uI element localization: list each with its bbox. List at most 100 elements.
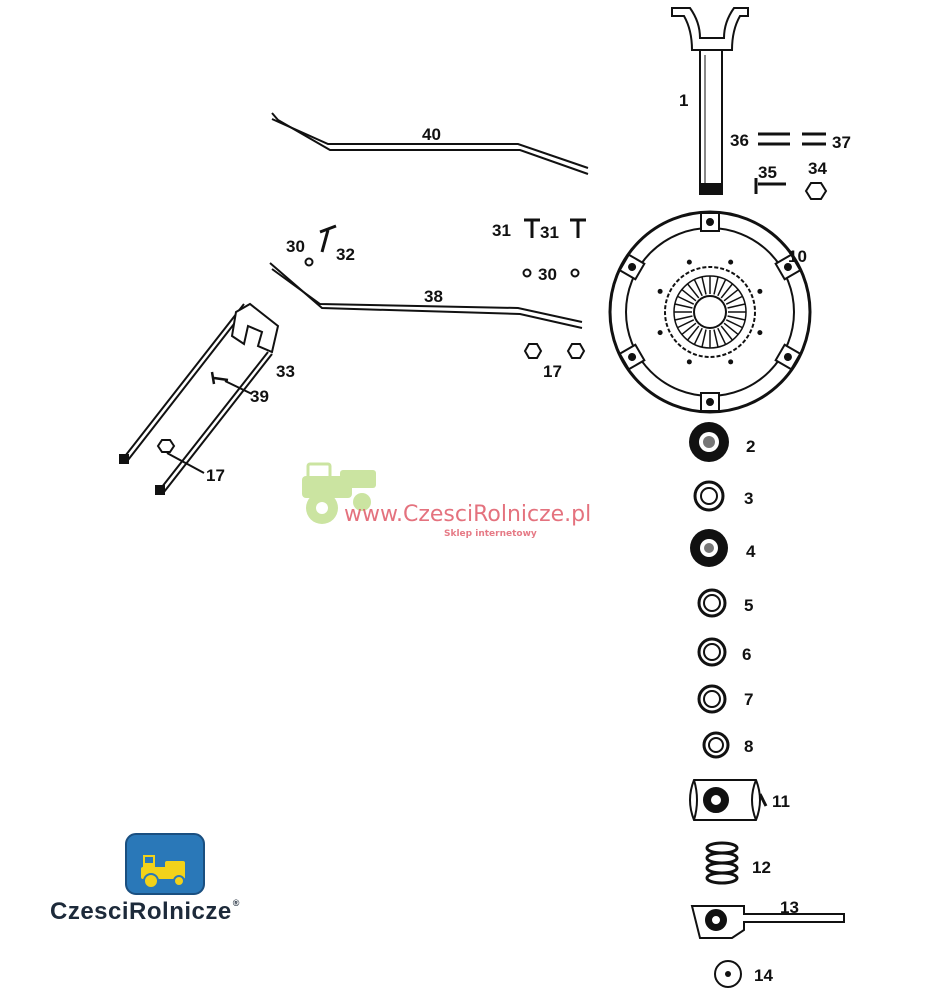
- label-part-12: 12: [752, 858, 771, 877]
- label-part-37: 37: [832, 133, 851, 152]
- clutch-spline: [713, 276, 719, 295]
- clutch-spline: [727, 315, 746, 321]
- label-part-7: 7: [744, 690, 753, 709]
- clutch-spline: [681, 288, 697, 302]
- clutch-rivet: [657, 330, 663, 336]
- brand-name: CzesciRolnicze: [50, 898, 232, 925]
- label-part-39: 39: [250, 387, 269, 406]
- label-part-1: 1: [679, 91, 688, 110]
- clutch-rivet: [657, 288, 663, 294]
- label-part-31-left: 31: [492, 221, 511, 240]
- part-2-seal: [689, 422, 729, 462]
- clutch-spline: [701, 329, 707, 348]
- label-part-30-left: 30: [286, 237, 305, 256]
- part-12-spring: [705, 841, 739, 885]
- clutch-spline: [713, 329, 719, 348]
- label-part-34: 34: [808, 159, 827, 178]
- part-34-nut: [804, 182, 828, 200]
- clutch-spline: [681, 322, 697, 336]
- clutch-rivet: [728, 259, 734, 265]
- clutch-spline: [701, 276, 707, 295]
- clutch-tab: [618, 343, 646, 371]
- clutch-spline: [686, 283, 700, 299]
- part-31-tbolts: [524, 218, 586, 238]
- part-38-rod: [269, 262, 583, 329]
- part-1-shaft: [671, 7, 749, 195]
- label-part-32: 32: [336, 245, 355, 264]
- part-40-rod: [271, 112, 589, 175]
- label-part-2: 2: [746, 437, 755, 456]
- label-part-8: 8: [744, 737, 753, 756]
- clutch-spline: [723, 322, 739, 336]
- clutch-tab: [774, 253, 802, 281]
- part-30-washers: [304, 257, 580, 278]
- leader-lines: [166, 380, 253, 474]
- part-6-ring: [697, 637, 727, 667]
- label-part-6: 6: [742, 645, 751, 664]
- brand-logo-text: CzesciRolnicze®: [50, 898, 240, 926]
- label-part-17-left: 17: [206, 466, 225, 485]
- clutch-spline: [677, 295, 695, 305]
- brand-logo-badge: [125, 833, 205, 895]
- part-35-bolt: [754, 178, 786, 194]
- part-labels: 1 36 37 35 34 40 31 31 30 32 30 10 38 17…: [206, 91, 851, 985]
- label-part-31-right: 31: [540, 223, 559, 242]
- label-part-10: 10: [788, 247, 807, 266]
- clutch-spline: [686, 325, 700, 341]
- part-13-release-fork: [690, 905, 845, 939]
- watermark-tractor-icon: [302, 462, 376, 524]
- clutch-tab: [700, 392, 720, 412]
- part-33-lever: [119, 302, 280, 495]
- label-part-38: 38: [424, 287, 443, 306]
- label-part-40: 40: [422, 125, 441, 144]
- clutch-spline: [720, 283, 734, 299]
- part-14-washer: [714, 960, 742, 988]
- part-4-seal: [690, 529, 728, 567]
- label-part-35: 35: [758, 163, 777, 182]
- clutch-spline: [727, 303, 746, 309]
- clutch-spline: [725, 295, 743, 305]
- clutch-spline: [677, 319, 695, 329]
- part-36-pins: [758, 132, 790, 146]
- registered-mark: ®: [232, 898, 240, 908]
- clutch-spline: [693, 327, 703, 345]
- clutch-spline: [720, 325, 734, 341]
- clutch-spline: [725, 319, 743, 329]
- part-37-pins: [802, 132, 826, 146]
- clutch-rivet: [728, 359, 734, 365]
- label-part-17-top: 17: [543, 362, 562, 381]
- clutch-spline: [723, 288, 739, 302]
- clutch-rivet: [686, 259, 692, 265]
- label-part-33: 33: [276, 362, 295, 381]
- label-part-11: 11: [772, 792, 790, 811]
- watermark: www.CzesciRolnicze.pl Sklep internetowy: [302, 462, 591, 539]
- clutch-tab: [774, 343, 802, 371]
- label-part-36: 36: [730, 131, 749, 150]
- label-part-5: 5: [744, 596, 753, 615]
- part-17-nuts: [156, 343, 586, 453]
- clutch-rivet: [757, 288, 763, 294]
- clutch-spline: [674, 315, 693, 321]
- part-7-ring: [697, 684, 727, 714]
- part-8-ring: [702, 731, 730, 759]
- part-3-ring: [693, 480, 725, 512]
- clutch-spline: [717, 279, 727, 297]
- clutch-spline: [693, 279, 703, 297]
- part-11-bearing-housing: [689, 779, 768, 821]
- watermark-subtitle: Sklep internetowy: [444, 529, 537, 539]
- tractor-icon: [141, 855, 185, 889]
- watermark-url: www.CzesciRolnicze.pl: [344, 502, 591, 527]
- label-part-14: 14: [754, 966, 773, 985]
- clutch-spline: [674, 303, 693, 309]
- part-5-ring: [697, 588, 727, 618]
- part-39-bolt: [210, 371, 229, 385]
- part-32-bolt: [319, 224, 337, 253]
- clutch-rivet: [686, 359, 692, 365]
- clutch-rivet: [757, 330, 763, 336]
- clutch-tab: [700, 212, 720, 232]
- clutch-spline: [717, 327, 727, 345]
- label-part-30-right: 30: [538, 265, 557, 284]
- label-part-4: 4: [746, 542, 756, 561]
- clutch-tab: [618, 253, 646, 281]
